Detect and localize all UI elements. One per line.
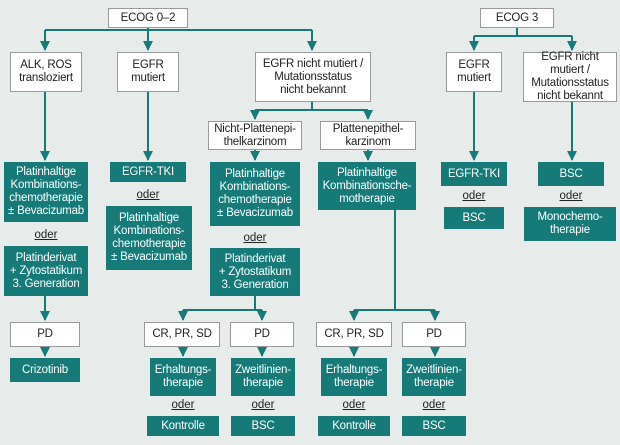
egfr-not-mutated-ecog3-box: EGFR nicht mutiert / Mutationsstatus nic…	[523, 51, 617, 102]
erhaltungstherapie-box-2: Erhaltungs- therapie	[321, 358, 387, 396]
non-squamous-box: Nicht-Plattenepi- thelkarzinom	[208, 121, 302, 150]
erhaltungstherapie-box-1: Erhaltungs- therapie	[150, 358, 216, 396]
oder-label: oder	[251, 399, 275, 411]
platinderivat-box-2: Platinderivat + Zytostatikum 3. Generati…	[210, 248, 300, 296]
pd-box-1: PD	[10, 322, 80, 347]
cr-pr-sd-box-2: CR, PR, SD	[316, 322, 392, 347]
egfr-mutated-box: EGFR mutiert	[117, 52, 179, 92]
platinderivat-box-1: Platinderivat + Zytostatikum 3. Generati…	[4, 246, 88, 296]
oder-label: oder	[422, 399, 446, 411]
egfr-not-mutated-box: EGFR nicht mutiert / Mutationsstatus nic…	[255, 52, 371, 102]
zweitlinientherapie-box-1: Zweitlinien- therapie	[231, 358, 295, 396]
squamous-box: Plattenepithel- karzinom	[320, 121, 416, 150]
ecog-3-box: ECOG 3	[480, 8, 554, 28]
oder-label: oder	[171, 399, 195, 411]
oder-label: oder	[462, 190, 486, 202]
platin-kombi-bev-box-2: Platinhaltige Kombinations- chemotherapi…	[106, 206, 192, 270]
platin-kombi-chemo-box: Platinhaltige Kombinationsche- motherapi…	[318, 162, 416, 210]
oder-label: oder	[34, 229, 58, 241]
ecog-0-2-box: ECOG 0–2	[108, 8, 188, 28]
bsc-box-3: BSC	[444, 207, 504, 229]
kontrolle-box-1: Kontrolle	[147, 416, 219, 436]
bsc-box-4: BSC	[538, 162, 604, 186]
kontrolle-box-2: Kontrolle	[318, 416, 390, 436]
egfr-tki-box-2: EGFR-TKI	[441, 162, 507, 186]
oder-label: oder	[342, 399, 366, 411]
crizotinib-box: Crizotinib	[10, 358, 80, 382]
alk-ros-box: ALK, ROS transloziert	[10, 52, 82, 92]
pd-box-3: PD	[402, 322, 466, 347]
oder-label: oder	[136, 189, 160, 201]
zweitlinientherapie-box-2: Zweitlinien- therapie	[402, 358, 466, 396]
bsc-box-1: BSC	[231, 416, 295, 436]
cr-pr-sd-box-1: CR, PR, SD	[144, 322, 220, 347]
egfr-tki-box-1: EGFR-TKI	[110, 162, 186, 182]
monochemotherapie-box: Monochemo- therapie	[524, 207, 616, 241]
oder-label: oder	[559, 190, 583, 202]
pd-box-2: PD	[230, 322, 294, 347]
platin-kombi-bev-box-3: Platinhaltige Kombinations- chemotherapi…	[210, 162, 300, 226]
oder-label: oder	[243, 232, 267, 244]
bsc-box-2: BSC	[402, 416, 466, 436]
egfr-mutated-ecog3-box: EGFR mutiert	[446, 52, 502, 92]
platin-kombi-bev-box-1: Platinhaltige Kombinations- chemotherapi…	[4, 162, 88, 222]
